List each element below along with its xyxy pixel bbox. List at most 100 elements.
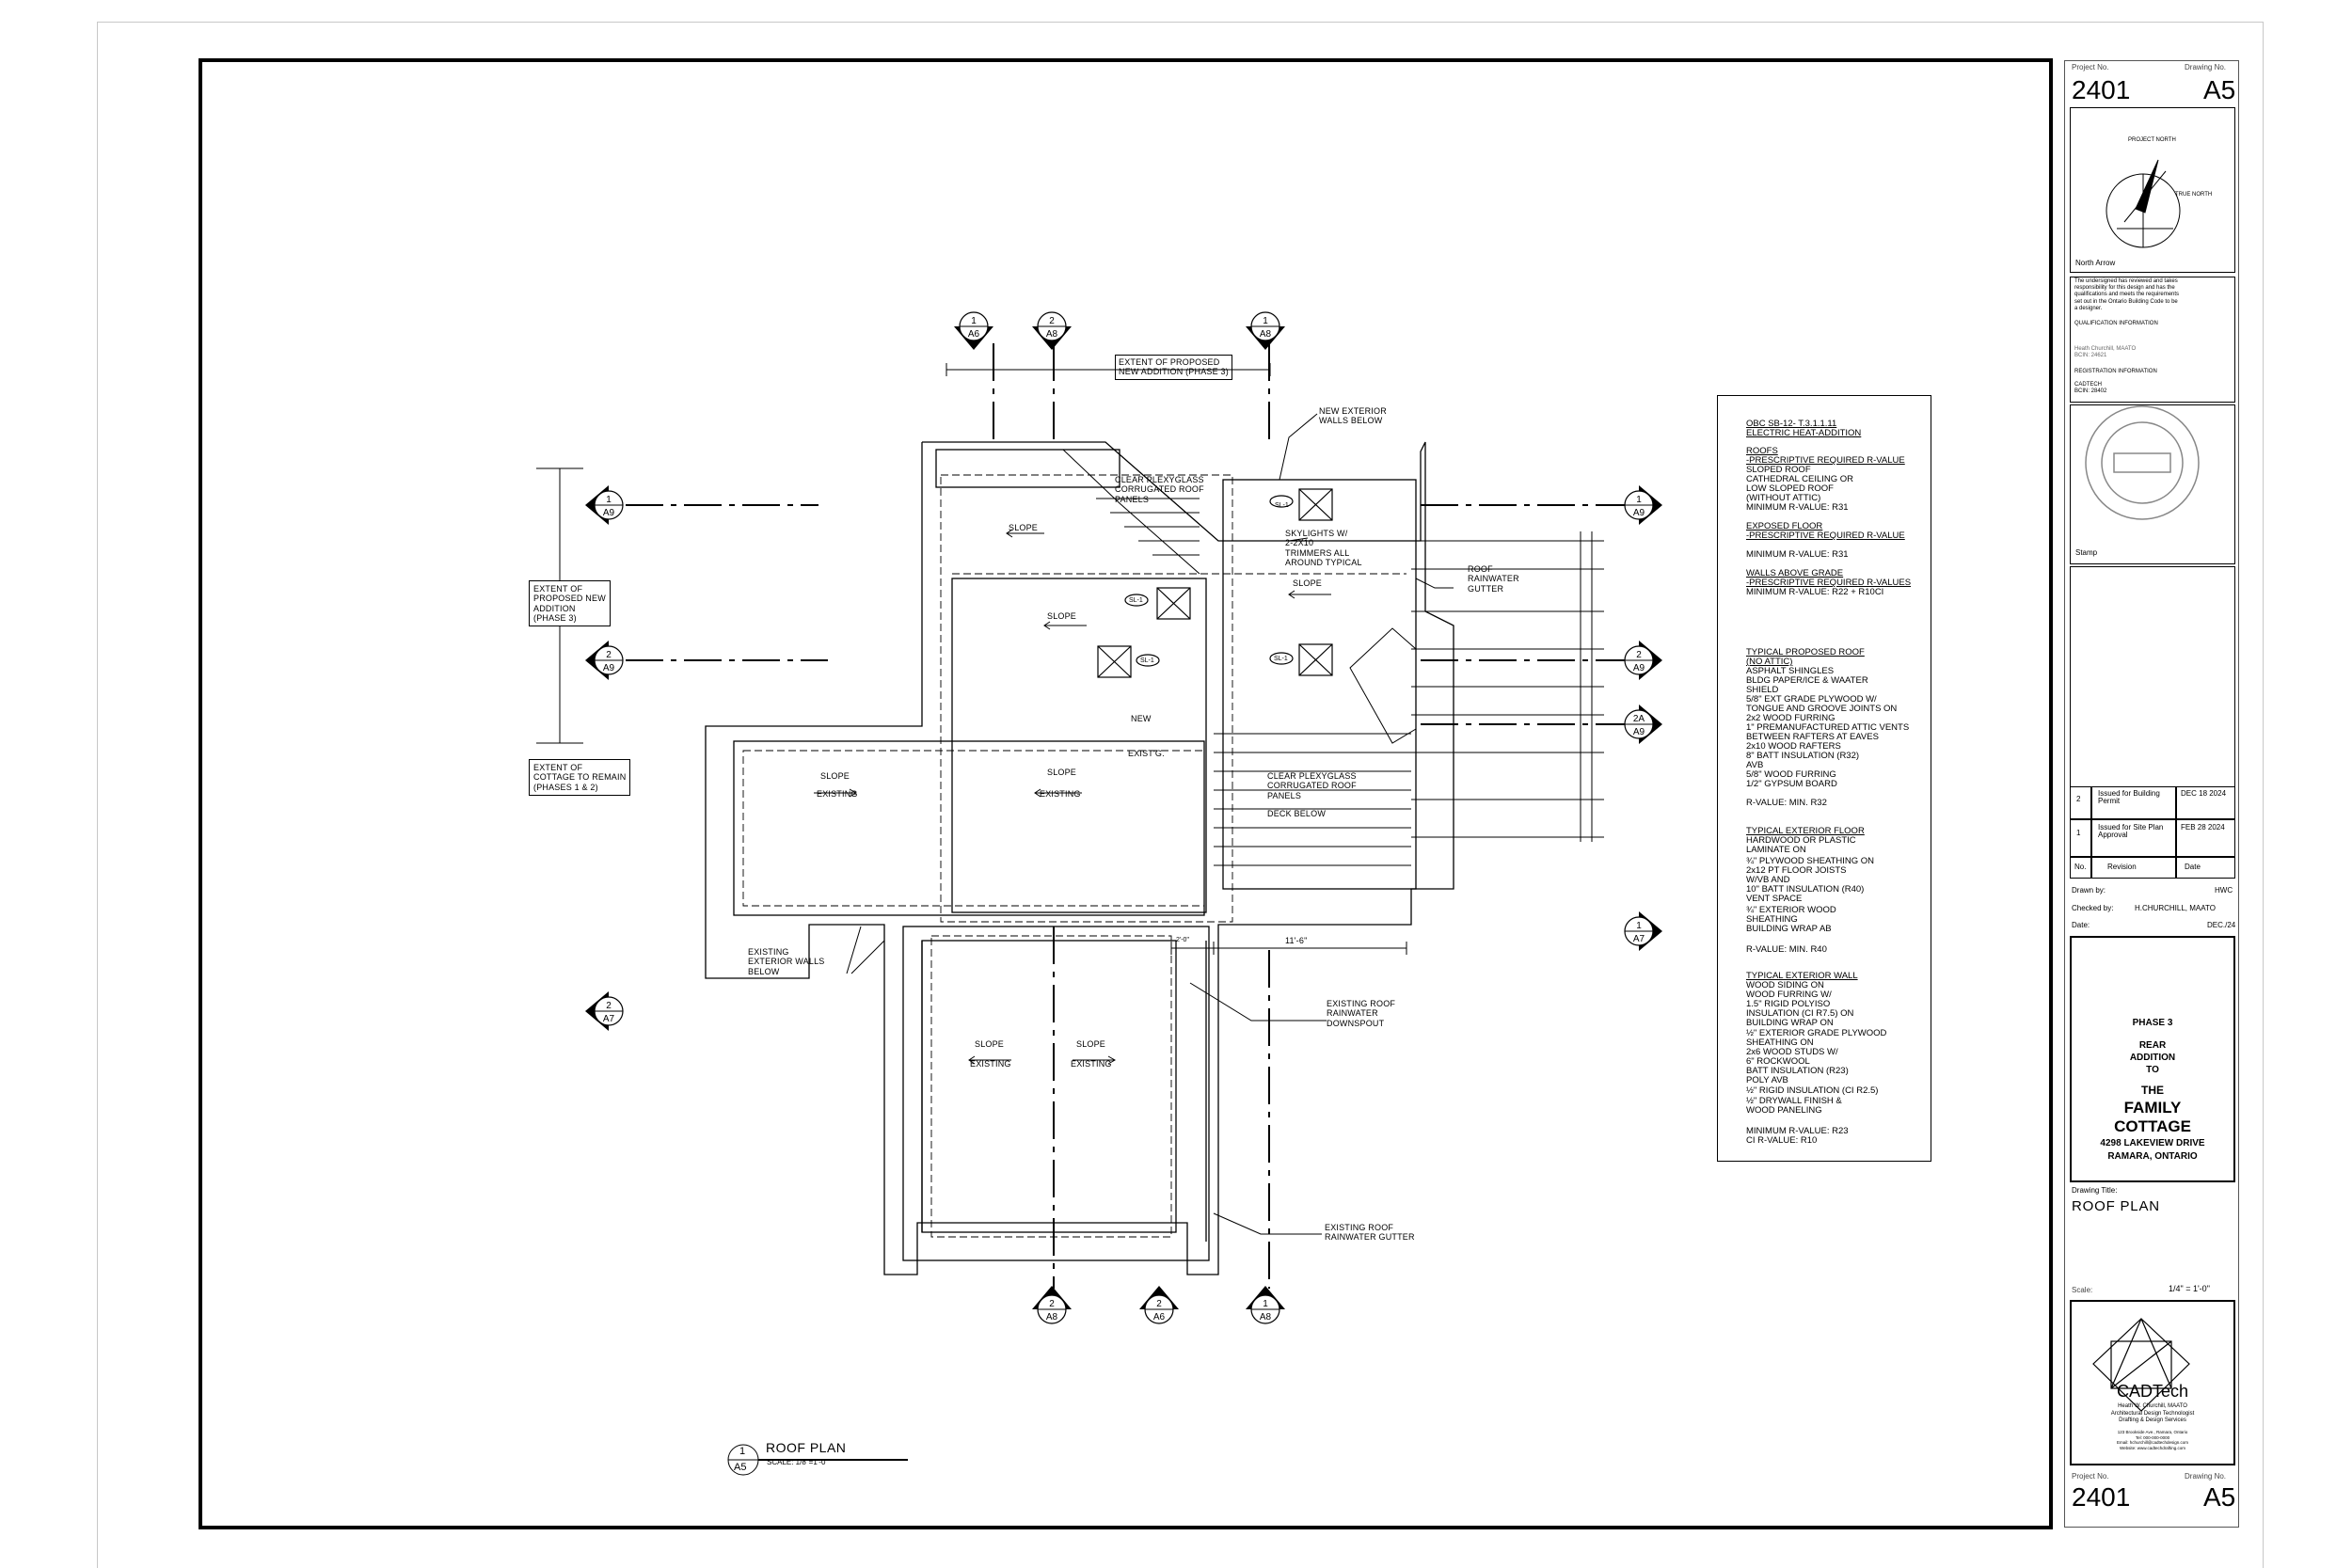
firm-name: CADTECH — [2074, 382, 2103, 388]
leader-lines — [846, 413, 1454, 1235]
new-label: NEW — [1131, 714, 1152, 723]
section-marker-sheet: A8 — [1260, 1312, 1272, 1323]
energy-notes-box: OBC SB-12- T.3.1.1.11 ELECTRIC HEAT-ADDI… — [1717, 395, 1931, 1162]
typ-roof-line: 5/8" WOOD FURRING — [1746, 769, 1836, 780]
typ-roof-line: 1" PREMANUFACTURED ATTIC VENTS — [1746, 722, 1910, 733]
designer-text-line: responsibility for this design and has t… — [2074, 285, 2175, 292]
typ-roof-line: ASPHALT SHINGLES — [1746, 666, 1835, 676]
project-line4: THE — [2141, 1084, 2164, 1097]
typ-roof-line: BETWEEN RAFTERS AT EAVES — [1746, 732, 1879, 742]
view-number: 1 — [739, 1446, 746, 1457]
project-line7: 4298 LAKEVIEW DRIVE — [2100, 1138, 2205, 1148]
qualification-label: QUALIFICATION INFORMATION — [2074, 321, 2158, 326]
project-line3: TO — [2146, 1065, 2159, 1075]
roof-gutter-line1: ROOF — [1468, 564, 1493, 574]
extent-remain-label: EXTENT OF COTTAGE TO REMAIN (PHASES 1 & … — [529, 759, 631, 797]
typ-wall-line: BUILDING WRAP ON — [1746, 1018, 1834, 1028]
logo-credit-line: Architectural Design Technologist — [2110, 1410, 2195, 1417]
typ-roof-line: 5/8" EXT GRADE PLYWOOD W/ — [1746, 694, 1877, 705]
skylights-note: SKYLIGHTS W/ 2-2X10 TRIMMERS ALL AROUND … — [1285, 529, 1362, 567]
dimension-2-0: 2'-0" — [1176, 937, 1189, 943]
association-seal — [2085, 405, 2200, 520]
project-line1: REAR — [2138, 1040, 2167, 1051]
new-exterior-walls-note: NEW EXTERIOR WALLS BELOW — [1319, 406, 1387, 426]
roof-gutter-line3: GUTTER — [1468, 583, 1504, 594]
section-marker-sheet: A6 — [968, 329, 980, 340]
typ-wall-line: ½" EXTERIOR GRADE PLYWOOD — [1746, 1028, 1887, 1038]
section-marker: 2A9 — [1624, 641, 1662, 680]
section-marker-sheet: A9 — [1633, 663, 1645, 673]
true-north-label: TRUE NORTH — [2175, 192, 2213, 198]
drawing-sheet — [97, 22, 2264, 1568]
revisions-table — [2070, 786, 2235, 879]
roof-hidden-lines — [742, 474, 1406, 1238]
rev-header-revision: Revision — [2107, 863, 2137, 871]
typ-roof-line: 2x2 WOOD FURRING — [1746, 713, 1836, 723]
section-marker-number: 2 — [1049, 1299, 1055, 1309]
typ-floor-line: 2x12 PT FLOOR JOISTS — [1746, 865, 1847, 876]
grid-lines — [626, 343, 1628, 1289]
typ-floor-line: 10" BATT INSULATION (R40) — [1746, 884, 1865, 895]
designer-name-line: Heath Churchill, MAATO — [2074, 346, 2137, 352]
project-no: 2401 — [2072, 1482, 2131, 1512]
typ-floor-line: BUILDING WRAP AB — [1746, 924, 1832, 934]
rev-header-no: No. — [2074, 863, 2087, 871]
revision-no: 1 — [2076, 829, 2081, 837]
clear-plexiglass-deck-note: CLEAR PLEXYGLASS CORRUGATED ROOF PANELS — [1267, 771, 1357, 800]
slope-label: SLOPE — [975, 1039, 1005, 1049]
section-marker-number: 2 — [606, 650, 612, 660]
drawing-no-label: Drawing No. — [2185, 63, 2227, 71]
extent-remain-line2: COTTAGE TO REMAIN — [533, 772, 627, 783]
designer-box — [2070, 277, 2235, 403]
section-marker-number: 1 — [1263, 316, 1268, 326]
revision-col-divider — [2090, 786, 2092, 879]
skylight-tag: SL-1 — [1129, 597, 1143, 604]
extent-phase3-top-line1: EXTENT OF PROPOSED — [1119, 357, 1220, 367]
clear-plexiglass-top-note: CLEAR PLEXYGLASS CORRUGATED ROOF PANELS — [1115, 475, 1204, 504]
downspout-line3: DOWNSPOUT — [1327, 1018, 1385, 1028]
typ-roof-heading: TYPICAL PROPOSED ROOF — [1746, 647, 1865, 657]
revisions-box — [2070, 566, 2235, 879]
cadtech-logo — [2092, 1318, 2190, 1412]
typ-roof-line: TONGUE AND GROOVE JOINTS ON — [1746, 704, 1898, 714]
view-title-underline — [727, 1444, 908, 1476]
skylights — [1097, 488, 1333, 678]
revision-col-divider — [2175, 786, 2177, 879]
typ-floor-line: SHEATHING — [1746, 914, 1798, 925]
logo-credit-line: Drafting & Design Services — [2119, 1418, 2186, 1423]
section-marker-number: 2 — [1049, 316, 1055, 326]
floor-subheading: -PRESCRIPTIVE REQUIRED R-VALUE — [1746, 531, 1905, 541]
notes-header-1: OBC SB-12- T.3.1.1.11 — [1746, 419, 1837, 429]
section-marker-sheet: A7 — [1633, 934, 1645, 944]
roof-gutter-note: ROOF RAINWATER GUTTER — [1468, 564, 1519, 594]
extent-phase3-left-line1: EXTENT OF — [533, 584, 583, 594]
designer-text-line: set out in the Ontario Building Code to … — [2074, 298, 2178, 305]
section-marker: 1A9 — [585, 485, 624, 525]
logo-contact-line: Website: www.cadtechdrafting.com — [2120, 1445, 2185, 1450]
slope-label: SLOPE — [1293, 578, 1323, 588]
firm-bcin: BCIN: 28402 — [2074, 388, 2107, 395]
existing-label: EXISTING — [1040, 789, 1081, 799]
roofs-line: SLOPED ROOF — [1746, 465, 1811, 475]
walls-subheading: -PRESCRIPTIVE REQUIRED R-VALUES — [1746, 578, 1912, 588]
logo-box — [2070, 1300, 2235, 1465]
deck-below-note: DECK BELOW — [1267, 809, 1327, 818]
designer-text-line: qualifications and meets the requirement… — [2074, 292, 2180, 298]
checked-by: H.CHURCHILL, MAATO — [2135, 904, 2216, 912]
logo-contact-line: Tel: 000-000-0000 — [2135, 1434, 2170, 1440]
section-marker-number: 2A — [1633, 714, 1645, 724]
existing-gutter-note: EXISTING ROOF RAINWATER GUTTER — [1325, 1223, 1415, 1243]
north-arrow-box — [2070, 107, 2235, 273]
extent-phase3-left-line4: (PHASE 3) — [533, 613, 577, 624]
clear-plexi-deck-line1: CLEAR PLEXYGLASS — [1267, 771, 1357, 781]
drawing-title: ROOF PLAN — [2072, 1198, 2160, 1214]
new-ext-walls-line2: WALLS BELOW — [1319, 416, 1383, 426]
section-marker: 1A8 — [1246, 1286, 1285, 1324]
section-marker: 1A9 — [1624, 485, 1662, 525]
section-marker-sheet: A9 — [1633, 727, 1645, 737]
existing-label: EXISTING — [817, 789, 858, 799]
clear-plexi-deck-line3: PANELS — [1267, 790, 1302, 800]
section-marker-sheet: A6 — [1153, 1312, 1166, 1323]
